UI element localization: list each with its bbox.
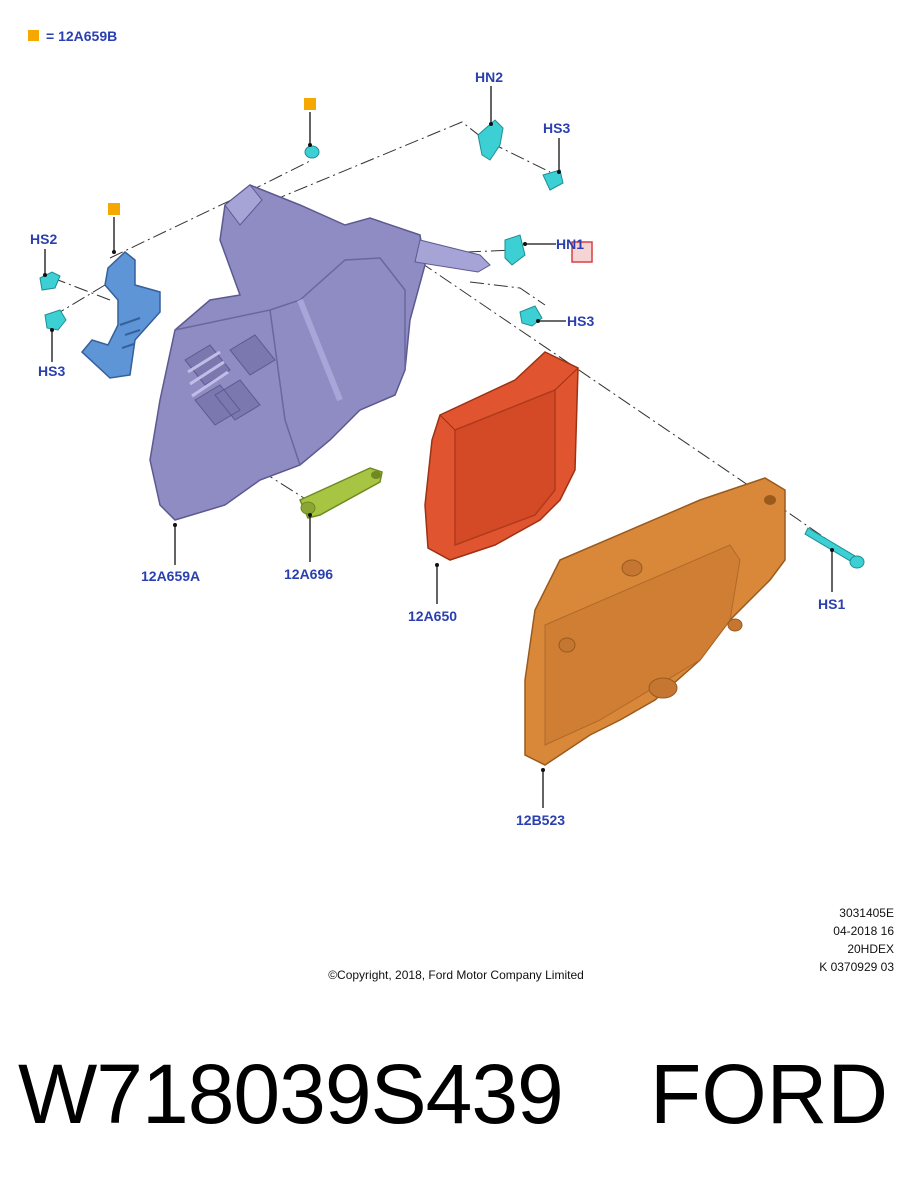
copyright-notice: ©Copyright, 2018, Ford Motor Company Lim… (328, 968, 584, 982)
highlight-box (571, 241, 593, 263)
fastener-12a659b-top (304, 145, 320, 159)
callout-hn2: HN2 (475, 69, 503, 85)
reference-date: 04-2018 16 (833, 924, 894, 938)
reference-engine: 20HDEX (847, 942, 894, 956)
callout-12a696: 12A696 (284, 566, 333, 582)
strap-12a696 (299, 467, 383, 519)
exploded-parts-diagram: = 12A659B (28, 28, 865, 828)
legend-marker-left (108, 203, 120, 215)
fastener-hs3-top (542, 169, 564, 191)
reference-id: K 0370929 03 (819, 960, 894, 974)
diagram-reference-block: 3031405E 04-2018 16 20HDEX K 0370929 03 (774, 904, 894, 976)
callout-hs1: HS1 (818, 596, 845, 612)
brand-name: FORD (650, 1047, 888, 1141)
callout-hn1: HN1 (556, 236, 584, 252)
callout-12a650: 12A650 (408, 608, 457, 624)
callout-hs2: HS2 (30, 231, 57, 247)
legend-marker-top (304, 98, 316, 110)
fastener-hs3-left (44, 309, 67, 331)
callout-12b523: 12B523 (516, 812, 565, 828)
fastener-hn2 (477, 119, 504, 161)
fastener-hs1 (804, 527, 865, 569)
housing-12a659a (149, 184, 491, 521)
callout-hs3-left: HS3 (38, 363, 65, 379)
module-12a650 (424, 351, 579, 561)
callout-12a659a: 12A659A (141, 568, 200, 584)
cover-12b523 (524, 477, 786, 766)
legend-marker (28, 30, 39, 41)
reference-code: 3031405E (839, 906, 894, 920)
leader-lines (43, 86, 834, 808)
bracket-12a659b (80, 251, 161, 379)
callout-hs3-right: HS3 (567, 313, 594, 329)
fastener-hs3-right (519, 305, 543, 327)
callout-hs3-top: HS3 (543, 120, 570, 136)
part-number: W718039S439 (18, 1047, 564, 1141)
legend-text: = 12A659B (46, 28, 117, 44)
fastener-hs2 (39, 271, 61, 291)
fastener-hn1 (504, 234, 526, 266)
